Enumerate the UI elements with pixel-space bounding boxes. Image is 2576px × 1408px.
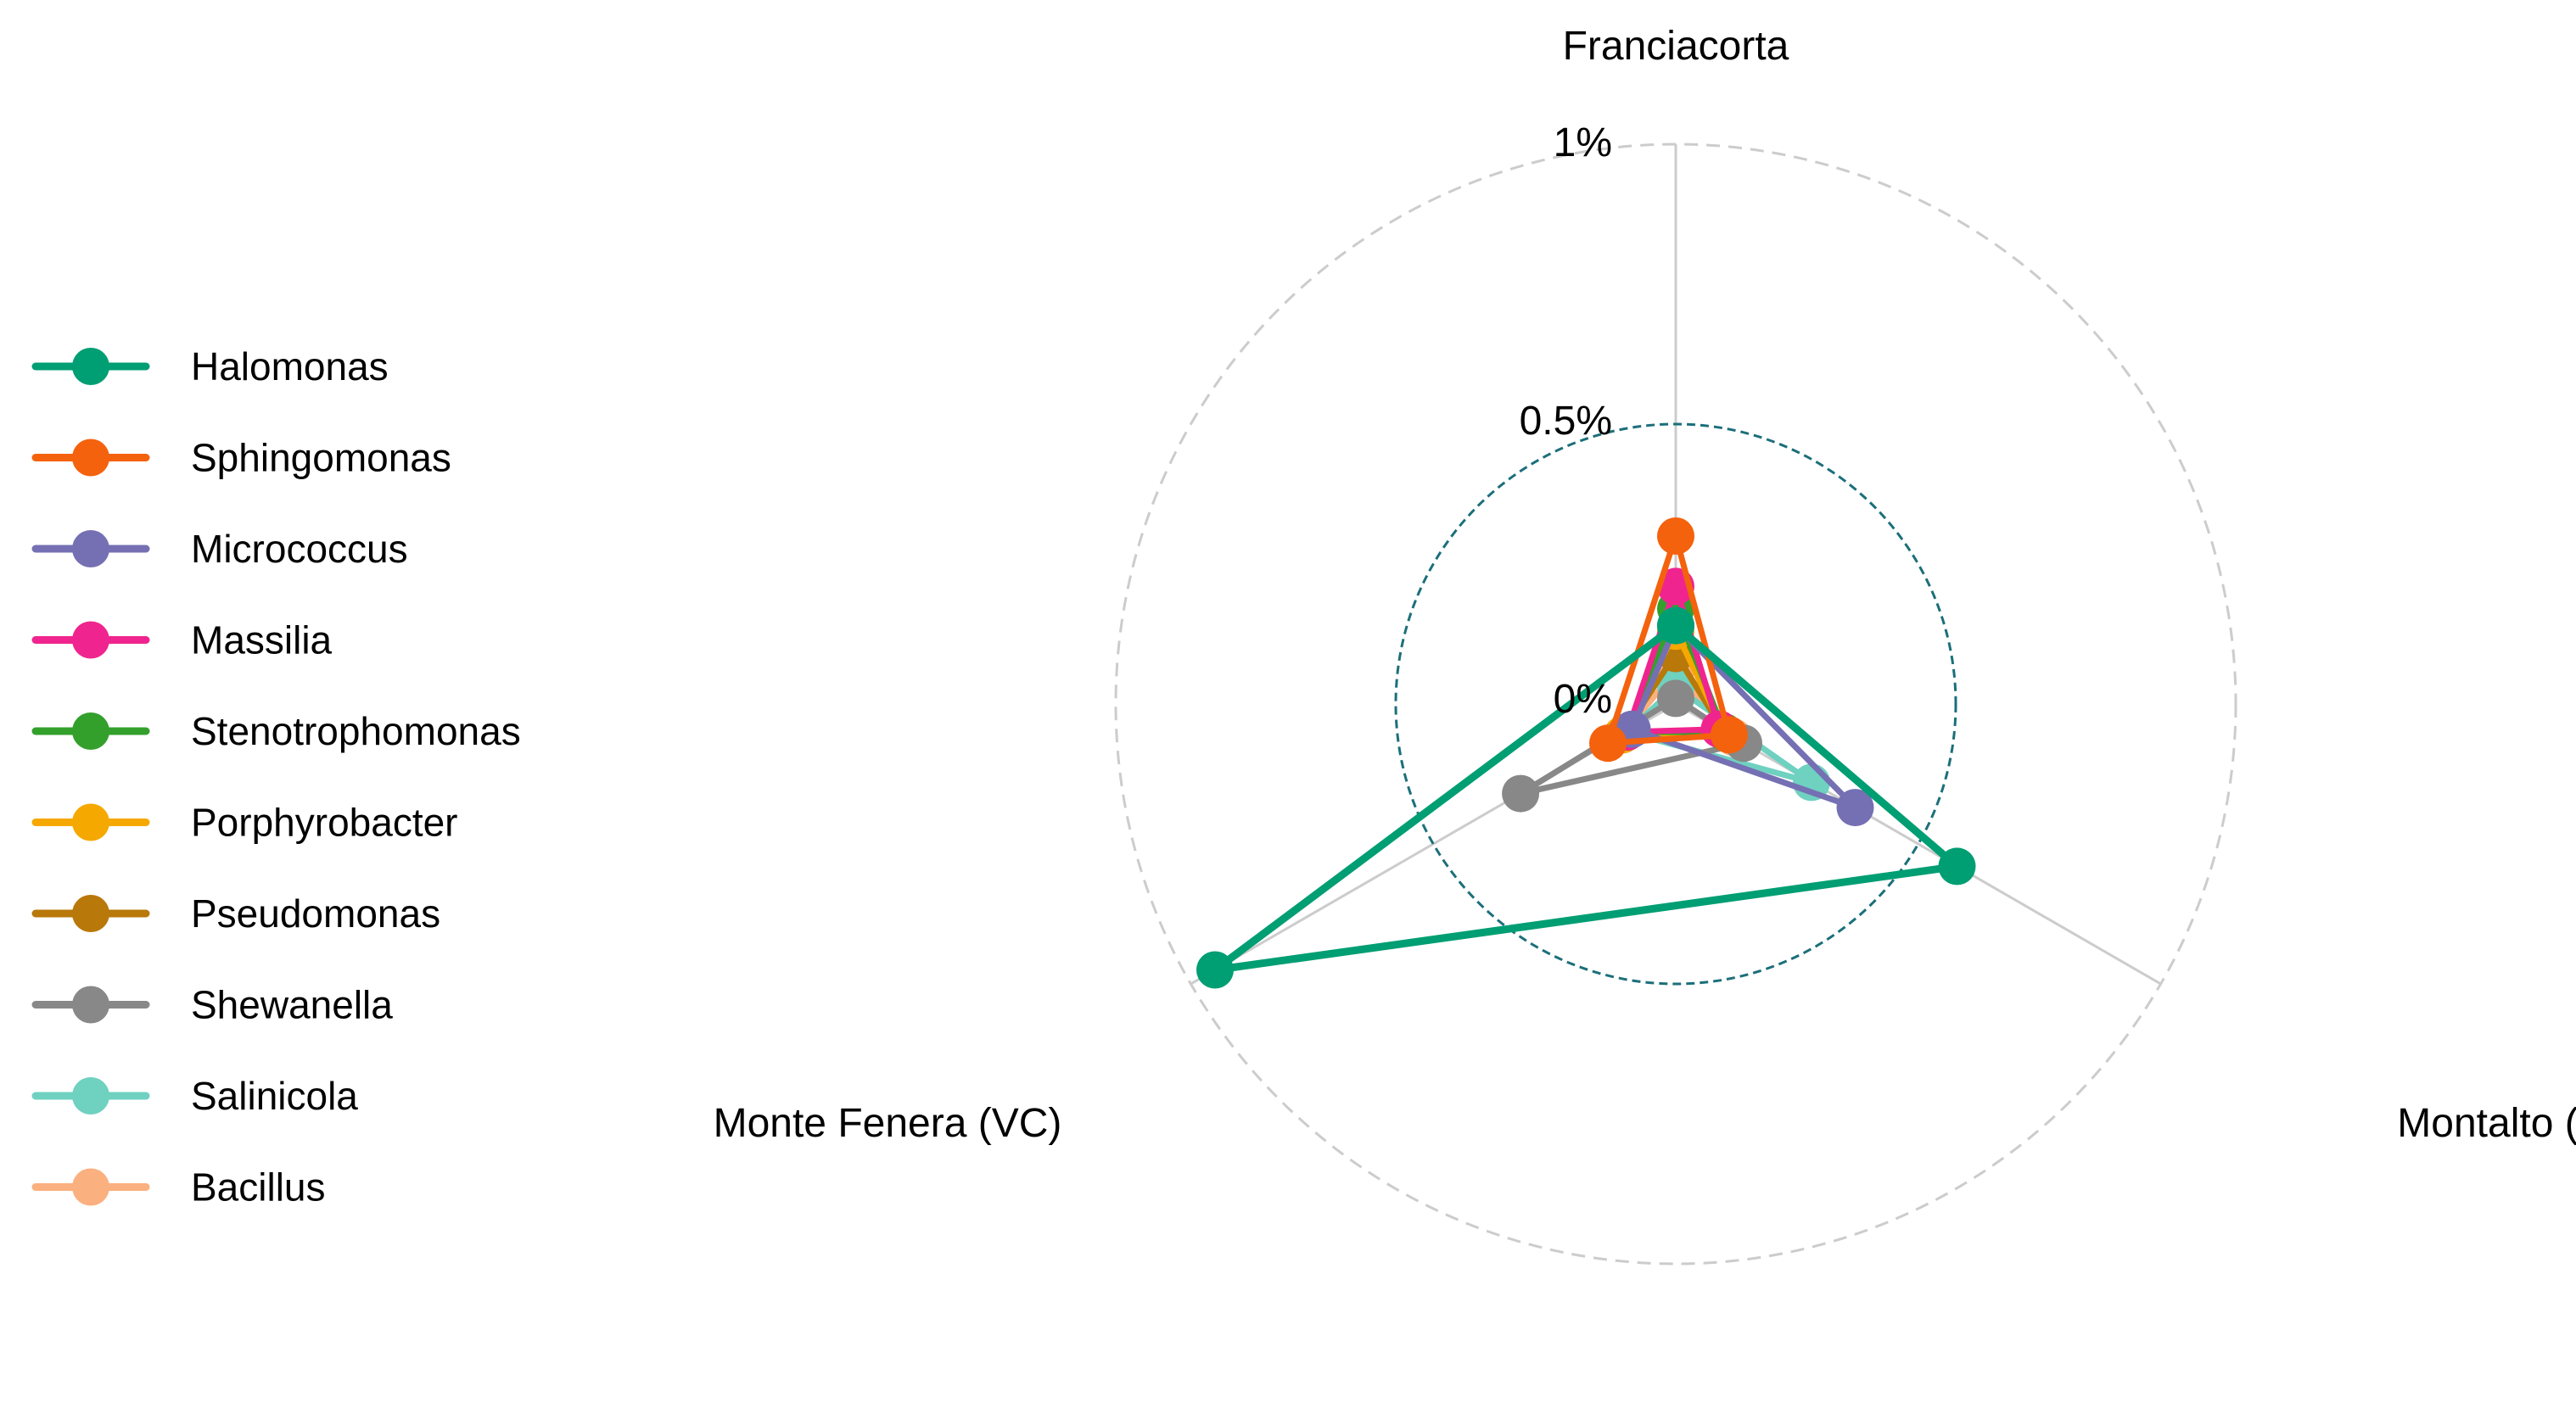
point-sphingomonas-1 (1710, 716, 1748, 754)
radar-series (1196, 517, 1976, 989)
legend-marker-shewanella (72, 986, 109, 1024)
legend-marker-porphyrobacter (72, 803, 109, 841)
legend-label-salinicola: Salinicola (191, 1074, 358, 1118)
series-line-halomonas (1211, 622, 1961, 974)
legend-marker-pseudomonas (72, 895, 109, 932)
legend-marker-halomonas (72, 348, 109, 385)
point-sphingomonas-2 (1589, 724, 1627, 763)
legend-label-halomonas: Halomonas (191, 344, 389, 388)
series-sphingomonas (1589, 517, 1748, 763)
point-halomonas-1 (1938, 847, 1976, 886)
point-halomonas-2 (1196, 951, 1234, 989)
legend-item-salinicola: Salinicola (31, 1074, 358, 1118)
series-line-massilia (1624, 583, 1722, 735)
legend-item-halomonas: Halomonas (31, 344, 389, 388)
legend-item-sphingomonas: Sphingomonas (31, 436, 451, 480)
grid-ring-outer (1114, 142, 2237, 1266)
grid-ring-mid (1394, 422, 1957, 986)
legend-label-micrococcus: Micrococcus (191, 527, 408, 571)
radial-tick-0: 0% (1554, 677, 1612, 722)
radial-tick-1: 1% (1554, 120, 1612, 165)
legend-label-shewanella: Shewanella (191, 983, 393, 1027)
legend: HalomonasSphingomonasMicrococcusMassilia… (31, 344, 521, 1210)
legend-item-bacillus: Bacillus (31, 1165, 326, 1210)
legend-marker-salinicola (72, 1077, 109, 1115)
legend-label-bacillus: Bacillus (191, 1165, 326, 1210)
legend-label-porphyrobacter: Porphyrobacter (191, 801, 458, 845)
point-micrococcus-1 (1836, 789, 1874, 827)
series-line-sphingomonas (1604, 533, 1733, 746)
legend-label-sphingomonas: Sphingomonas (191, 436, 451, 480)
axis-label-franciacorta: Franciacorta (1563, 24, 1789, 69)
legend-label-massilia: Massilia (191, 618, 333, 662)
point-sphingomonas-0 (1657, 517, 1694, 555)
legend-label-pseudomonas: Pseudomonas (191, 891, 440, 936)
legend-marker-bacillus (72, 1168, 109, 1206)
axis-label-monte-fenera: Monte Fenera (VC) (714, 1101, 1062, 1146)
legend-item-stenotrophomonas: Stenotrophomonas (31, 709, 521, 753)
series-halomonas (1196, 606, 1976, 989)
legend-item-massilia: Massilia (31, 618, 333, 662)
point-shewanella-2 (1502, 774, 1540, 813)
legend-marker-micrococcus (72, 530, 109, 567)
legend-label-stenotrophomonas: Stenotrophomonas (191, 709, 521, 753)
radial-tick-0-5: 0.5% (1520, 399, 1612, 444)
legend-marker-massilia (72, 621, 109, 659)
legend-item-pseudomonas: Pseudomonas (31, 891, 440, 936)
radar-labels: Franciacorta Montalto (PV) Monte Fenera … (714, 24, 2576, 1146)
point-shewanella-0 (1657, 679, 1694, 718)
point-halomonas-0 (1657, 606, 1694, 645)
legend-item-porphyrobacter: Porphyrobacter (31, 801, 458, 845)
series-line-micrococcus (1629, 623, 1858, 811)
axis-label-montalto: Montalto (PV) (2397, 1101, 2576, 1146)
legend-marker-stenotrophomonas (72, 712, 109, 750)
legend-item-micrococcus: Micrococcus (31, 527, 408, 571)
legend-marker-sphingomonas (72, 439, 109, 477)
legend-item-shewanella: Shewanella (31, 983, 393, 1027)
